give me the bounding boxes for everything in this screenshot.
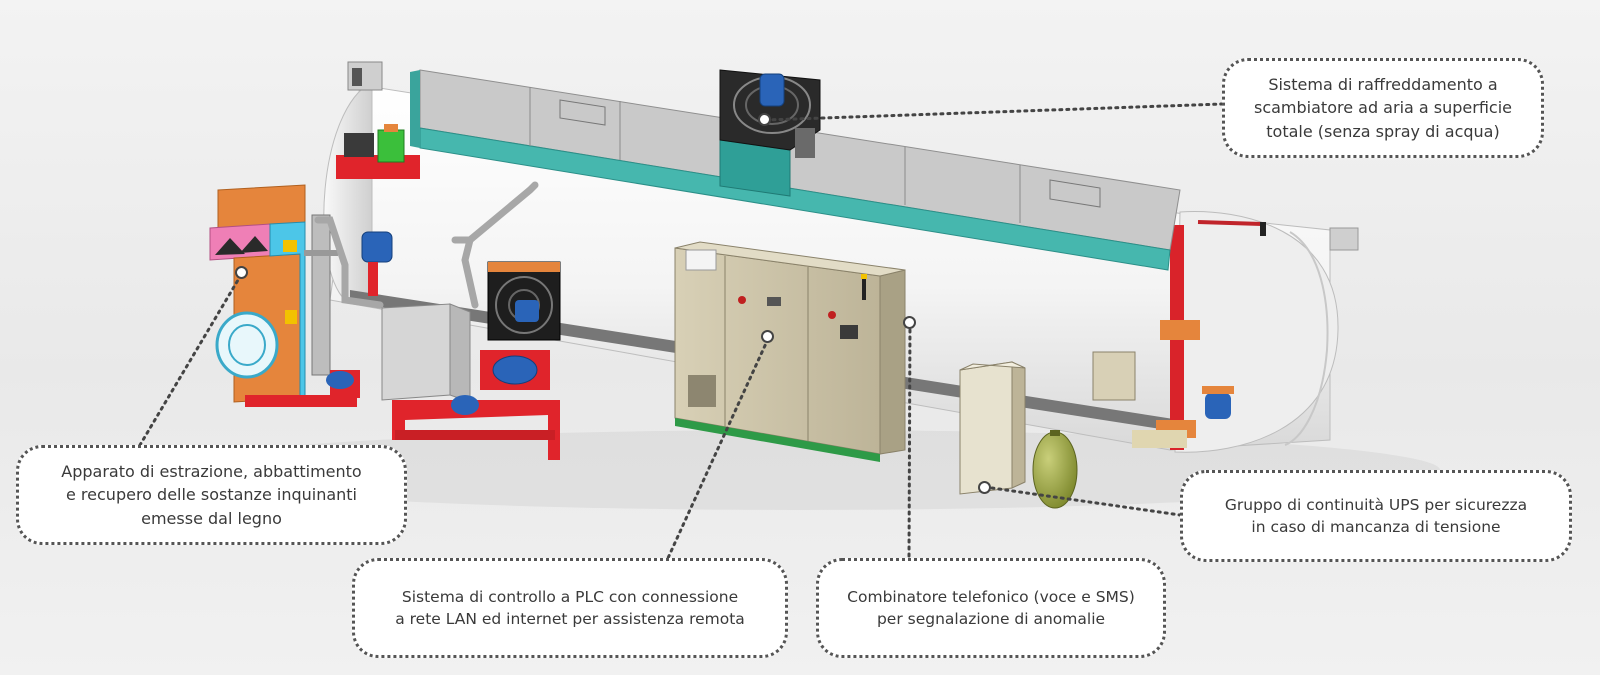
ups-cabinet-icon	[959, 361, 1026, 495]
extraction-apparatus	[209, 184, 360, 407]
ground-shadow	[160, 430, 1440, 510]
leader-ups	[983, 485, 1182, 517]
callout-plc-line-1: Sistema di controllo a PLC con connessio…	[401, 587, 739, 606]
marker-phone	[903, 316, 916, 329]
callout-cooling-system: Sistema di raffreddamento a scambiatore …	[1222, 58, 1544, 158]
callout-phone-line-2: per segnalazione di anomalie	[876, 610, 1106, 628]
marker-plc	[761, 330, 774, 343]
motor-icon	[492, 355, 538, 385]
motor-icon	[326, 371, 354, 389]
upper-pump-group	[336, 124, 420, 179]
callout-phone-dialer: Combinatore telefonico (voce e SMS) per …	[816, 558, 1166, 658]
leader-phone	[907, 321, 912, 560]
callout-ups: Gruppo di continuità UPS per sicurezza i…	[1180, 470, 1572, 562]
marker-extraction	[235, 266, 248, 279]
gas-tank-icon	[1032, 430, 1078, 509]
roof-channel	[410, 69, 1181, 271]
junction-box	[1092, 351, 1136, 401]
callout-cooling-line-3: totale (senza spray di acqua)	[1266, 121, 1500, 141]
control-cabinet-icon	[674, 241, 906, 462]
leader-extraction	[138, 273, 243, 447]
tank-motor	[361, 231, 393, 296]
callout-plc-line-2: a rete LAN ed internet per assistenza re…	[395, 610, 745, 628]
heat-exchanger-skid	[381, 261, 561, 460]
piping	[314, 181, 539, 309]
callout-extraction-apparatus: Apparato di estrazione, abbattimento e r…	[16, 445, 407, 545]
callout-extraction-line-3: emesse dal legno	[141, 508, 282, 528]
leader-lines	[138, 102, 1224, 560]
leader-cooling	[764, 102, 1224, 122]
callout-plc-control: Sistema di controllo a PLC con connessio…	[352, 558, 788, 658]
callout-ups-line-1: Gruppo di continuità UPS per sicurezza	[1224, 495, 1528, 514]
fan-icon	[495, 276, 553, 334]
callout-cooling-line-2: scambiatore ad aria a superficie	[1253, 98, 1513, 118]
callout-ups-line-2: in caso di mancanza di tensione	[1251, 518, 1501, 536]
motor-icon	[759, 73, 785, 107]
callout-cooling-line-1: Sistema di raffreddamento a	[1268, 75, 1498, 95]
marker-cooling	[758, 113, 771, 126]
callout-extraction-line-2: e recupero delle sostanze inquinanti	[66, 485, 357, 505]
callout-extraction-line-1: Apparato di estrazione, abbattimento	[61, 462, 362, 482]
marker-ups	[978, 481, 991, 494]
leader-plc	[666, 337, 770, 560]
door-clamps	[1132, 320, 1234, 448]
callout-phone-line-1: Combinatore telefonico (voce e SMS)	[847, 587, 1135, 606]
fan-icon	[215, 311, 279, 379]
top-fan-unit	[719, 69, 821, 197]
